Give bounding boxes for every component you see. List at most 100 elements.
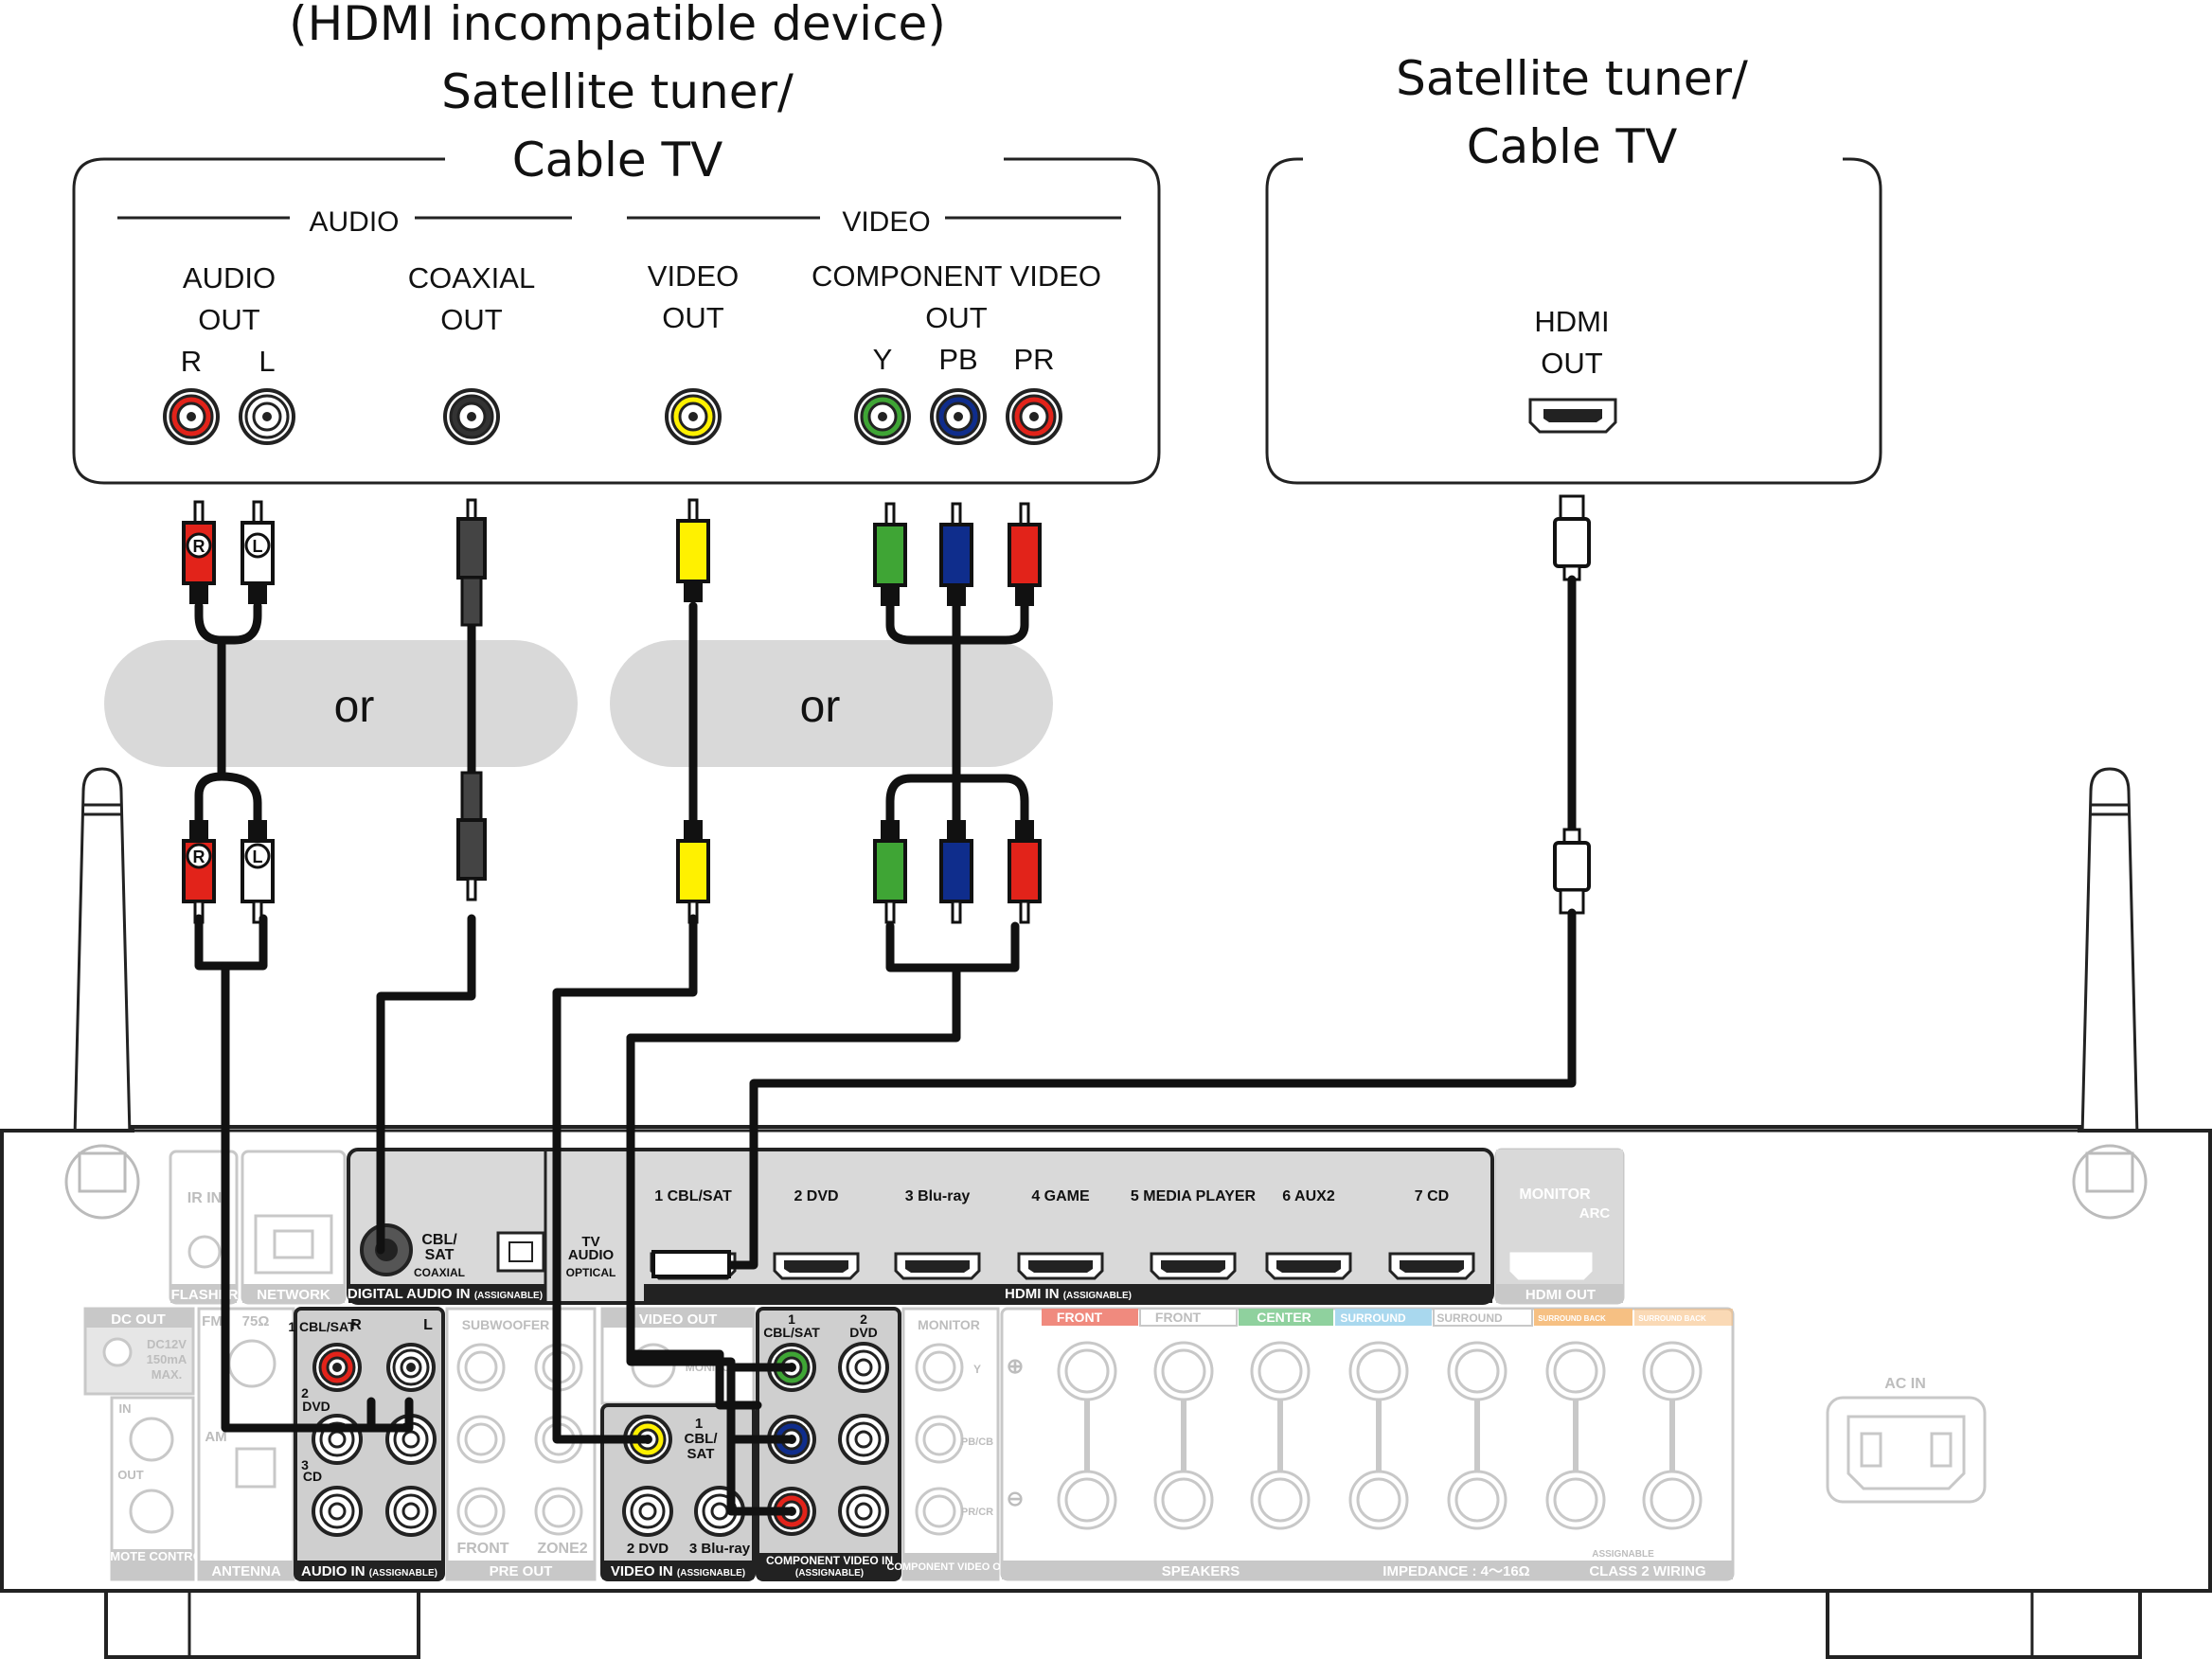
right-device-title-line1: Satellite tuner/ [1396, 51, 1748, 106]
component-plug-pr-top [1008, 502, 1042, 606]
component-cable-to-receiver-2 [626, 1033, 796, 1516]
video-in-cbl-sat-jack [623, 1415, 672, 1464]
component-cable-top-branch [885, 601, 1029, 825]
hdmi-out-label-receiver: HDMI OUT [1525, 1287, 1596, 1303]
audio-in-cd-label-1: 3 [301, 1457, 309, 1472]
component-out-pb-jack [915, 1415, 964, 1464]
receiver-foot-left [104, 1589, 420, 1659]
audio-out-label: AUDIO [183, 261, 276, 294]
left-device-jacks [163, 388, 1062, 445]
audio-plug-l-tag-bottom-text: L [253, 847, 263, 866]
minus-sign: ⊖ [1007, 1487, 1024, 1510]
hdmi-input-port-inner [1276, 1260, 1341, 1273]
audio-in-cd-l-jack [385, 1486, 437, 1537]
hdmi-out-label-2: OUT [1541, 347, 1603, 380]
am-terminal [235, 1447, 276, 1489]
fm-ohm-label: 75Ω [242, 1313, 270, 1329]
audio-plug-r-tag-top-text: R [193, 537, 205, 556]
hdmi-assignable: (ASSIGNABLE) [1063, 1291, 1132, 1301]
av-receiver: IR IN FLASHER NETWORK DIGITAL AUDIO IN (… [0, 1125, 2212, 1659]
hdmi-monitor-out-port [1509, 1252, 1593, 1280]
video-plug-bottom [676, 820, 710, 924]
audio-plug-r-tag-bottom-text: R [193, 847, 205, 866]
pre-zone2-jack-2 [534, 1487, 583, 1536]
component-out-jacks [915, 1343, 964, 1536]
video-in-2-label: 2 DVD [627, 1541, 669, 1557]
remote-control-text: REMOTE CONTROL [93, 1549, 210, 1563]
dc-out-label: DC OUT [111, 1311, 166, 1328]
audio-cable-right-branch-bottom [217, 772, 262, 825]
speaker-terminal-minus [1642, 1470, 1703, 1530]
component-pb-jack [930, 388, 987, 445]
tv-audio-label-1: TV [581, 1234, 599, 1250]
video-in-text: VIDEO IN [611, 1563, 673, 1579]
network-port [254, 1214, 333, 1275]
audio-plug-l-tag-top-text: L [253, 537, 263, 556]
channel-pb-label: PB [938, 343, 977, 376]
video-in-1b: CBL/ [685, 1431, 719, 1447]
hdmi-input-label: 7 CD [1415, 1188, 1449, 1204]
assignable-small-label: ASSIGNABLE [1592, 1549, 1654, 1560]
hdmi-input-label: 6 AUX2 [1282, 1188, 1335, 1204]
optical-in-jack [496, 1231, 545, 1273]
coaxial-out-jack [443, 388, 500, 445]
digital-audio-in-label: DIGITAL AUDIO IN (ASSIGNABLE) [348, 1286, 543, 1302]
component-in-dvd-y-jack [838, 1342, 889, 1393]
hdmi-input-port-inner [905, 1260, 970, 1273]
video-in-1a: 1 [695, 1416, 703, 1432]
channel-y-label: Y [873, 343, 893, 376]
remote-control-label: REMOTE CONTROL [93, 1549, 210, 1563]
hdmi-input-label: 5 MEDIA PLAYER [1131, 1188, 1257, 1204]
speaker-terminal-minus [1348, 1470, 1409, 1530]
audio-out-r-jack [163, 388, 220, 445]
left-device: (HDMI incompatible device) Satellite tun… [72, 0, 1161, 485]
video-out-label-2: OUT [662, 301, 724, 334]
channel-pr-label: PR [1013, 343, 1054, 376]
coax-plug-bottom [456, 771, 487, 901]
comp-y-label: Y [973, 1363, 981, 1376]
pre-front-label: FRONT [456, 1541, 508, 1557]
ac-in-label: AC IN [1884, 1376, 1926, 1392]
audio-in-l-label: L [423, 1317, 433, 1333]
hdmi-plug-bottom [1553, 828, 1591, 915]
or-pills: or or [104, 640, 1053, 767]
digital-audio-in-text: DIGITAL AUDIO IN [348, 1286, 471, 1302]
hdmi-input-label: 1 CBL/SAT [654, 1188, 732, 1204]
coax-plug-top [456, 498, 487, 627]
speaker-terminal-plus [1153, 1341, 1214, 1401]
speaker-terminal-plus [1447, 1341, 1507, 1401]
audio-in-label: AUDIO IN (ASSIGNABLE) [301, 1563, 437, 1579]
audio-in-dvd-r-jack [312, 1414, 363, 1465]
pre-out-label: PRE OUT [490, 1563, 553, 1579]
coax-cbl-sat-label-2: SAT [425, 1247, 455, 1263]
pre-front-jack-1 [456, 1415, 506, 1464]
hdmi-in-text: HDMI IN [1005, 1286, 1060, 1302]
right-device: Satellite tuner/ Cable TV HDMI OUT [1265, 51, 1882, 485]
speaker-terminal-minus [1545, 1470, 1606, 1530]
speaker-terminal-plus [1348, 1341, 1409, 1401]
audio-in-cd-label-2: CD [303, 1469, 322, 1484]
speaker-terminal-plus [1642, 1341, 1703, 1401]
video-out-jack [665, 388, 722, 445]
comp-pb-label: PB/CB [961, 1436, 993, 1448]
antenna-label: ANTENNA [211, 1563, 280, 1579]
video-in-1c: SAT [687, 1446, 715, 1462]
component-cable-bottom-branch [885, 774, 1029, 825]
ir-in-jack [187, 1235, 222, 1269]
channel-l-label: L [259, 345, 275, 378]
video-in-dvd-jack [622, 1486, 673, 1537]
impedance-label: IMPEDANCE : 4～16Ω [1382, 1563, 1529, 1579]
class2-label: CLASS 2 WIRING [1589, 1563, 1705, 1579]
monitor-label: MONITOR [1519, 1186, 1591, 1203]
speaker-terminal-minus [1153, 1470, 1214, 1530]
audio-plug-r-tag-top [186, 532, 212, 559]
audio-out-label-2: OUT [198, 303, 260, 336]
component-pr-jack [1006, 388, 1062, 445]
component-out-label-2: OUT [925, 301, 988, 334]
video-plug-top [676, 498, 710, 602]
left-device-title-line3: Cable TV [512, 133, 723, 187]
audio-out-l-jack [239, 388, 295, 445]
remote-out-label: OUT [117, 1468, 144, 1482]
audio-cable-right-branch-top [217, 601, 262, 645]
